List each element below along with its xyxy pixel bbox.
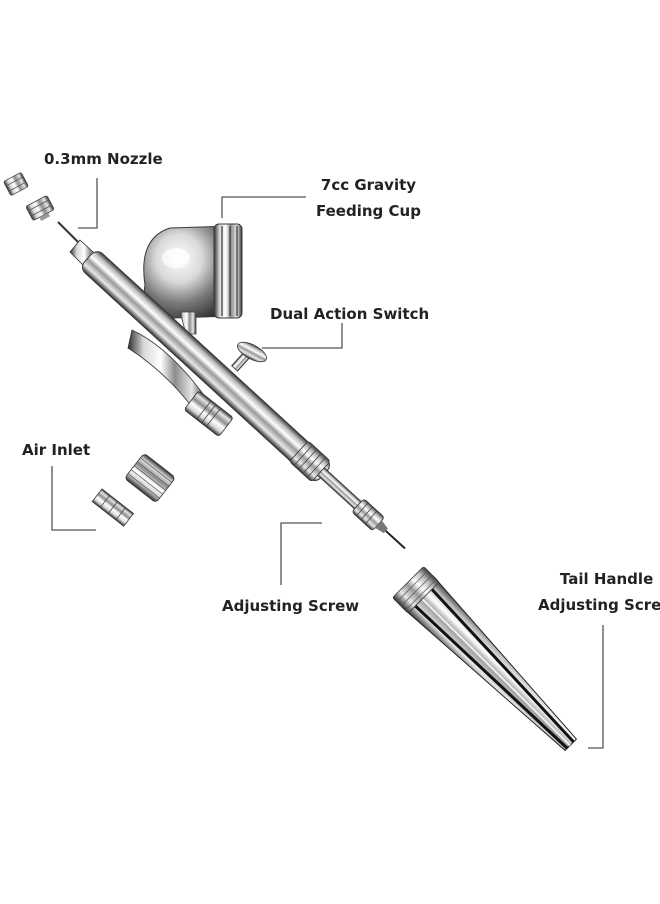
label-tail-line1: Tail Handle: [559, 570, 654, 588]
label-cup-line2: Feeding Cup: [316, 202, 421, 220]
label-air-inlet-text: Air Inlet: [22, 441, 91, 459]
leader-lines: [51, 178, 604, 749]
label-tail-handle: Tail Handle Adjusting Screw: [538, 566, 660, 618]
leader-adjusting-screw: [280, 522, 322, 585]
label-gravity-cup: 7cc Gravity Feeding Cup: [316, 172, 421, 224]
airbrush-body: [82, 251, 406, 550]
label-adjusting-screw-text: Adjusting Screw: [222, 597, 360, 615]
label-switch-text: Dual Action Switch: [270, 305, 430, 323]
leader-switch: [262, 323, 343, 349]
spare-nozzle-parts: [3, 172, 55, 221]
leader-air-inlet: [51, 466, 96, 531]
leader-cup: [221, 196, 306, 218]
label-nozzle: 0.3mm Nozzle: [44, 146, 163, 172]
label-tail-line2: Adjusting Screw: [538, 596, 660, 614]
air-inlet: [91, 329, 233, 527]
label-air-inlet: Air Inlet: [22, 437, 90, 463]
label-cup-line1: 7cc Gravity: [320, 176, 417, 194]
label-dual-action-switch: Dual Action Switch: [270, 301, 429, 327]
label-adjusting-screw: Adjusting Screw: [222, 593, 359, 619]
tail-handle: [392, 566, 578, 752]
leader-nozzle: [78, 178, 98, 229]
label-nozzle-text: 0.3mm Nozzle: [44, 150, 163, 168]
leader-tail-handle: [588, 625, 604, 749]
dual-action-switch: [231, 341, 267, 372]
